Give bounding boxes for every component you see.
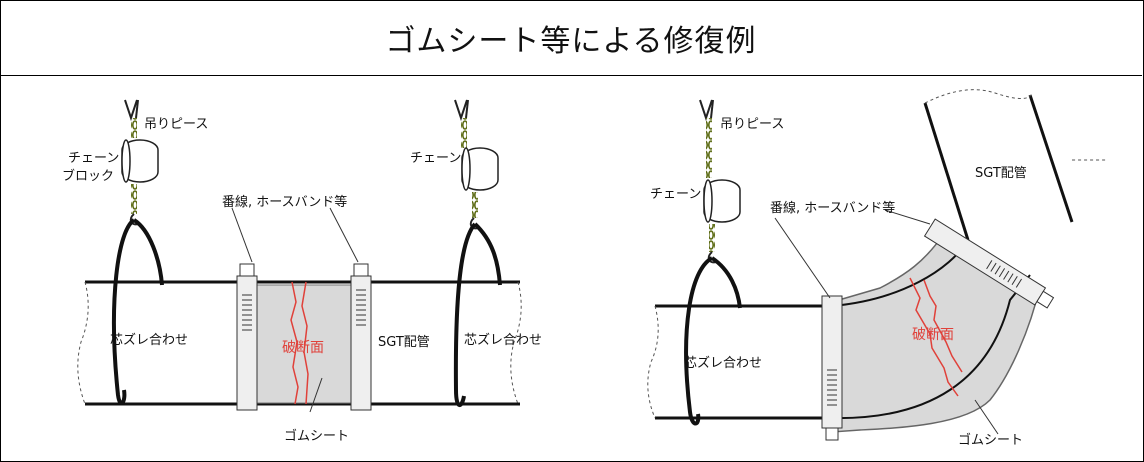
right-band-vertical [821, 295, 843, 441]
right-rubber-leader [974, 399, 999, 435]
right-chain-label: チェーン [650, 187, 701, 202]
left-diagram: 吊りピース チェーン ブロック チェーン 番線, ホースバンド等 芯ズレ合わせ … [62, 99, 542, 444]
left-hoist-2 [453, 99, 502, 407]
left-sgt-pipe-label: SGT配管 [378, 335, 430, 350]
left-chain-label-2: ブロック [62, 168, 114, 184]
left-fracture-line-2 [301, 281, 309, 405]
left-rubber-sheet-label: ゴムシート [284, 428, 349, 444]
left-hanging-piece-label: 吊りピース [144, 117, 208, 132]
left-fracture-line-1 [290, 281, 299, 405]
right-sgt-pipe-label: SGT配管 [975, 166, 1027, 181]
right-binding-leader-2 [884, 209, 931, 225]
left-align-label-2: 芯ズレ合わせ [464, 332, 542, 348]
left-chain-label-1: チェーン [68, 151, 119, 166]
left-binding-label: 番線, ホースバンド等 [222, 194, 347, 210]
left-binding-leader-2 [329, 207, 359, 263]
right-binding-label: 番線, ホースバンド等 [770, 200, 895, 216]
right-hoist [684, 99, 742, 426]
right-band-diagonal [923, 218, 1055, 309]
right-hanging-piece-label: 吊りピース [720, 117, 784, 132]
left-binding-leader-1 [231, 207, 253, 263]
right-diagram: 吊りピース チェーン 番線, ホースバンド等 SGT配管 芯ズレ合わせ 破断面 … [647, 89, 1108, 448]
right-pipe-upper-right [1028, 94, 1074, 223]
right-rubber-sheet [831, 231, 1041, 433]
right-pipe-upper-left [923, 102, 970, 241]
right-rubber-sheet-label: ゴムシート [958, 432, 1023, 448]
right-fracture-label: 破断面 [912, 327, 954, 343]
left-pipe-end-break [77, 281, 89, 405]
left-hoist-1 [112, 99, 164, 406]
left-band-2 [350, 263, 372, 411]
left-band-1 [236, 263, 258, 411]
title-bar: ゴムシート等による修復例 [0, 0, 1142, 76]
left-rubber-leader [309, 377, 323, 413]
left-fracture-label: 破断面 [282, 340, 324, 356]
right-binding-leader-1 [774, 217, 831, 299]
right-pipe-end-break [510, 281, 522, 405]
right-fracture-line-2 [923, 279, 963, 373]
right-pipe-end-break [647, 305, 659, 419]
right-align-label: 芯ズレ合わせ [684, 355, 762, 371]
right-fracture-line-1 [909, 277, 959, 397]
right-pipe-top-break [924, 89, 1032, 104]
left-chain-label-right: チェーン [410, 151, 461, 166]
page-title: ゴムシート等による修復例 [385, 23, 757, 59]
left-align-label-1: 芯ズレ合わせ [110, 332, 188, 348]
